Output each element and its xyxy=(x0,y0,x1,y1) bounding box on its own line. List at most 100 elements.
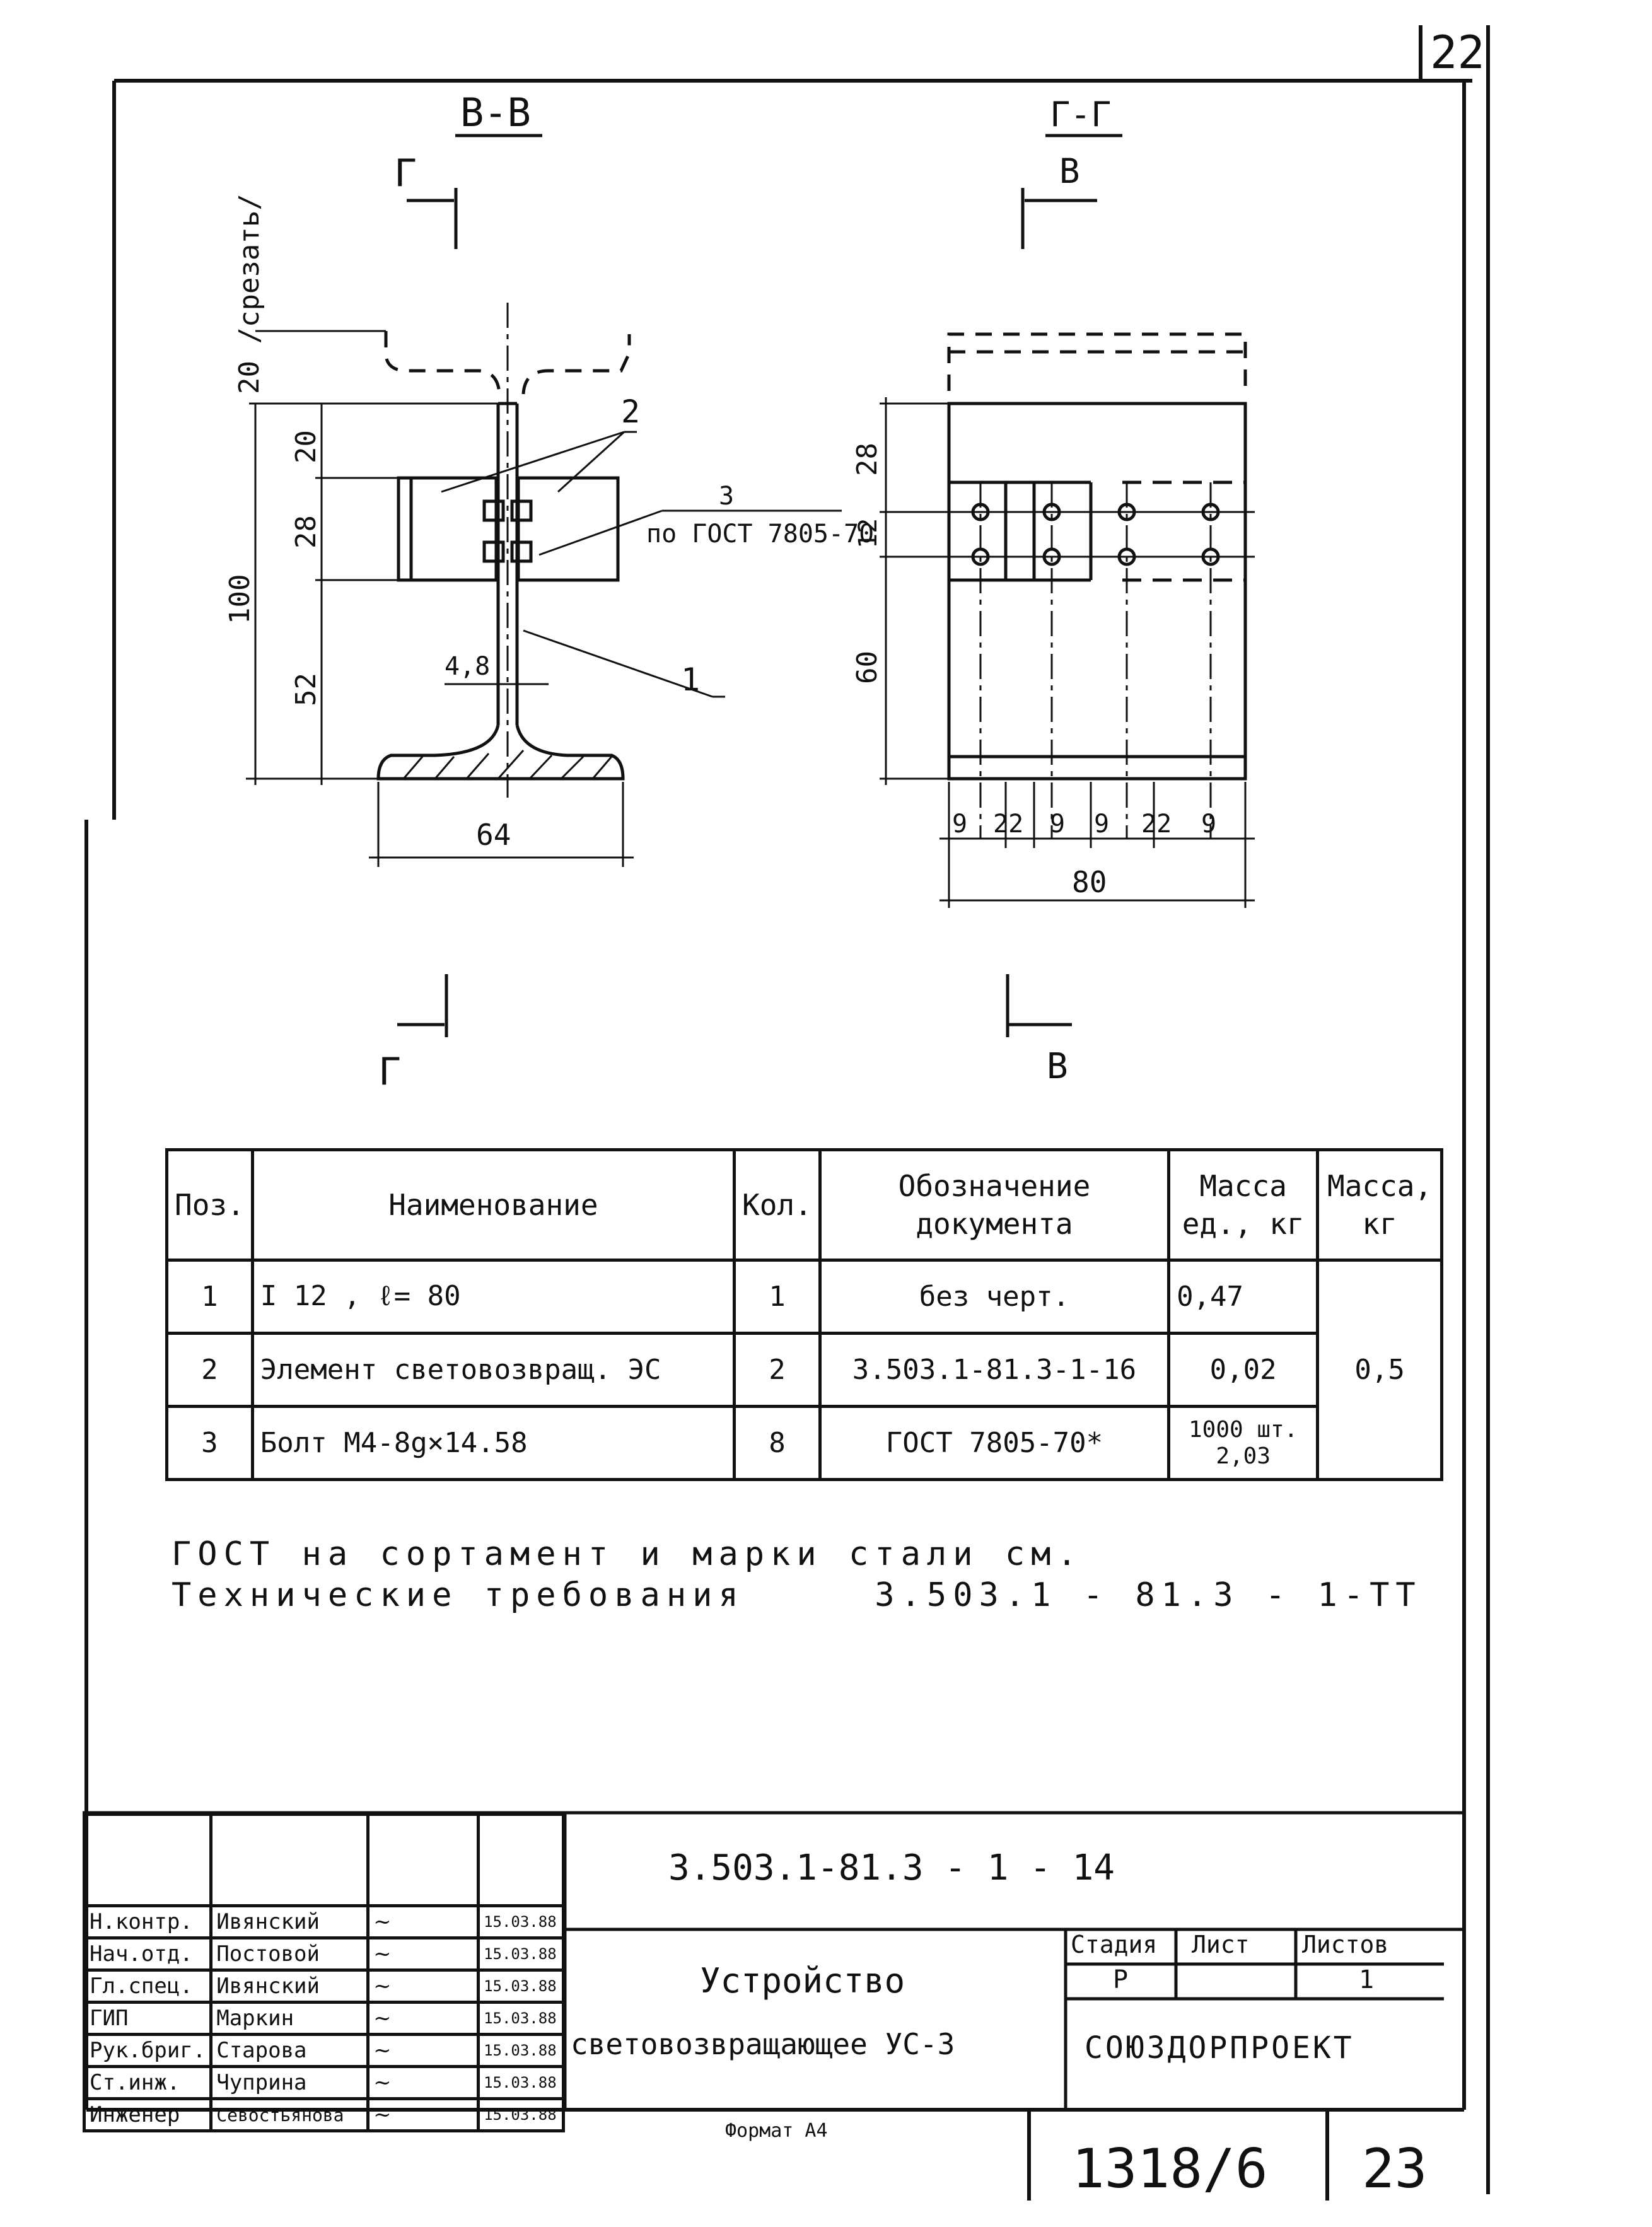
header-mass-unit-line2: ед., кг xyxy=(1182,1207,1305,1241)
stamp-row-blank xyxy=(82,1813,565,1907)
row2-doc: 3.503.1-81.3-1-16 xyxy=(818,1332,1171,1408)
title-block-grid xyxy=(83,1811,1464,2110)
header-qty: Кол. xyxy=(733,1148,822,1262)
dim-bottom-6: 9 xyxy=(1201,810,1216,839)
stamp-signature: ~ xyxy=(366,2065,480,2100)
stamp-row: Ст.инж.Чуприна~15.03.88 xyxy=(82,2065,565,2100)
stamp-signature: ~ xyxy=(366,1968,480,2004)
dim-20: 20 xyxy=(290,430,322,463)
header-mass-line1: Масса, xyxy=(1327,1169,1433,1203)
callout-1: 1 xyxy=(681,661,700,698)
cut-note: 20 /срезать/ xyxy=(233,194,265,394)
dim-28: 28 xyxy=(290,515,322,549)
stamp-row: Н.контр.Ивянский~15.03.88 xyxy=(82,1904,565,1939)
callout-3: 3 xyxy=(719,482,734,511)
stamp-role: Гл.спец. xyxy=(82,1968,213,2004)
stamp-role: Н.контр. xyxy=(82,1904,213,1939)
sheet-label: Лист xyxy=(1192,1931,1250,1958)
stamp-row: Нач.отд.Постовой~15.03.88 xyxy=(82,1936,565,1972)
section-gg-arrow-top-label: В xyxy=(1059,151,1080,191)
dim-48: 4,8 xyxy=(445,652,490,681)
total-mass: 0,5 xyxy=(1316,1259,1443,1481)
stamp-name: Ивянский xyxy=(209,1904,370,1939)
row1-doc: без черт. xyxy=(818,1259,1171,1335)
dim-right-60: 60 xyxy=(851,651,883,684)
stamp-row: Гл.спец.Ивянский~15.03.88 xyxy=(82,1968,565,2004)
stamp-date: 15.03.88 xyxy=(477,1968,565,2004)
row2-pos: 2 xyxy=(165,1332,254,1408)
stamp-name: Маркин xyxy=(209,2001,370,2036)
note-line2: Технические требования 3.503.1 - 81.3 - … xyxy=(172,1576,1422,1614)
row3-mass-unit: 1000 шт.2,03 xyxy=(1167,1405,1320,1481)
page-number: 23 xyxy=(1362,2137,1428,2201)
stamp-signature: ~ xyxy=(366,1936,480,1972)
stamp-name: Чуприна xyxy=(209,2065,370,2100)
header-doc-line2: документа xyxy=(916,1207,1073,1241)
header-mass-line2: кг xyxy=(1362,1207,1397,1241)
row3-mass-unit-line2: 2,03 xyxy=(1216,1443,1271,1469)
header-pos: Поз. xyxy=(165,1148,254,1262)
dim-100: 100 xyxy=(224,574,256,624)
row1-mass-unit: 0,47 xyxy=(1167,1259,1320,1335)
row2-qty: 2 xyxy=(733,1332,822,1408)
stamp-date: 15.03.88 xyxy=(477,2097,565,2132)
dim-64: 64 xyxy=(476,818,511,852)
stage-value: Р xyxy=(1113,1965,1129,1994)
header-name: Наименование xyxy=(250,1148,736,1262)
stage-label: Стадия xyxy=(1071,1931,1158,1958)
stamp-signature: ~ xyxy=(366,2001,480,2036)
row3-name: Болт М4-8g×14.58 xyxy=(250,1405,736,1481)
row3-doc: ГОСТ 7805-70* xyxy=(818,1405,1171,1481)
dim-bottom-2: 22 xyxy=(993,810,1023,839)
callout-2: 2 xyxy=(621,393,640,430)
document-code: 3.503.1-81.3 - 1 - 14 xyxy=(668,1847,1115,1888)
stamp-name: Постовой xyxy=(209,1936,370,1972)
dim-right-28: 28 xyxy=(851,443,883,476)
stamp-role: Ст.инж. xyxy=(82,2065,213,2100)
dim-bottom-3: 9 xyxy=(1050,810,1065,839)
note-line1: ГОСТ на сортамент и марки стали см. xyxy=(172,1535,1083,1573)
stamp-name: Старова xyxy=(209,2033,370,2068)
section-vv-arrow-top-label: Г xyxy=(394,151,417,195)
stamp-role: ГИП xyxy=(82,2001,213,2036)
stamp-signature: ~ xyxy=(366,1904,480,1939)
spec-row: 3 Болт М4-8g×14.58 8 ГОСТ 7805-70* 1000 … xyxy=(165,1405,1442,1481)
header-mass: Масса, кг xyxy=(1316,1148,1443,1262)
dim-bottom-1: 9 xyxy=(952,810,967,839)
product-name-line1: Устройство xyxy=(700,1961,905,2001)
stamp-table: Н.контр.Ивянский~15.03.88 Нач.отд.Постов… xyxy=(82,1813,565,2132)
archive-number: 1318/6 xyxy=(1072,2137,1268,2201)
stamp-date: 15.03.88 xyxy=(477,2065,565,2100)
row2-name: Элемент световозвращ. ЭС xyxy=(250,1332,736,1408)
stamp-role: Нач.отд. xyxy=(82,1936,213,1972)
dim-52: 52 xyxy=(290,673,322,706)
stamp-row: Рук.бриг.Старова~15.03.88 xyxy=(82,2033,565,2068)
row1-name: I 12 , ℓ= 80 xyxy=(250,1259,736,1335)
stamp-role: Рук.бриг. xyxy=(82,2033,213,2068)
section-vv xyxy=(246,134,842,1037)
stamp-date: 15.03.88 xyxy=(477,2033,565,2068)
sheets-label: Листов xyxy=(1302,1931,1389,1958)
dim-bottom-4: 9 xyxy=(1094,810,1109,839)
row1-pos: 1 xyxy=(165,1259,254,1335)
dim-bottom-5: 22 xyxy=(1141,810,1172,839)
section-gg-arrow-bottom-label: В xyxy=(1047,1046,1068,1087)
sheets-value: 1 xyxy=(1359,1965,1375,1994)
section-vv-arrow-bottom-label: Г xyxy=(378,1050,401,1094)
section-gg-title: Г-Г xyxy=(1050,95,1112,134)
dim-80: 80 xyxy=(1072,865,1107,899)
section-gg xyxy=(880,134,1255,1037)
stamp-signature: ~ xyxy=(366,2033,480,2068)
organization: СОЮЗДОРПРОЕКТ xyxy=(1085,2030,1354,2066)
sheet-number-top: 22 xyxy=(1430,26,1485,79)
row3-qty: 8 xyxy=(733,1405,822,1481)
row3-mass-unit-line1: 1000 шт. xyxy=(1188,1416,1298,1443)
stamp-name: Севостьянова xyxy=(209,2097,370,2132)
stamp-name: Ивянский xyxy=(209,1968,370,2004)
